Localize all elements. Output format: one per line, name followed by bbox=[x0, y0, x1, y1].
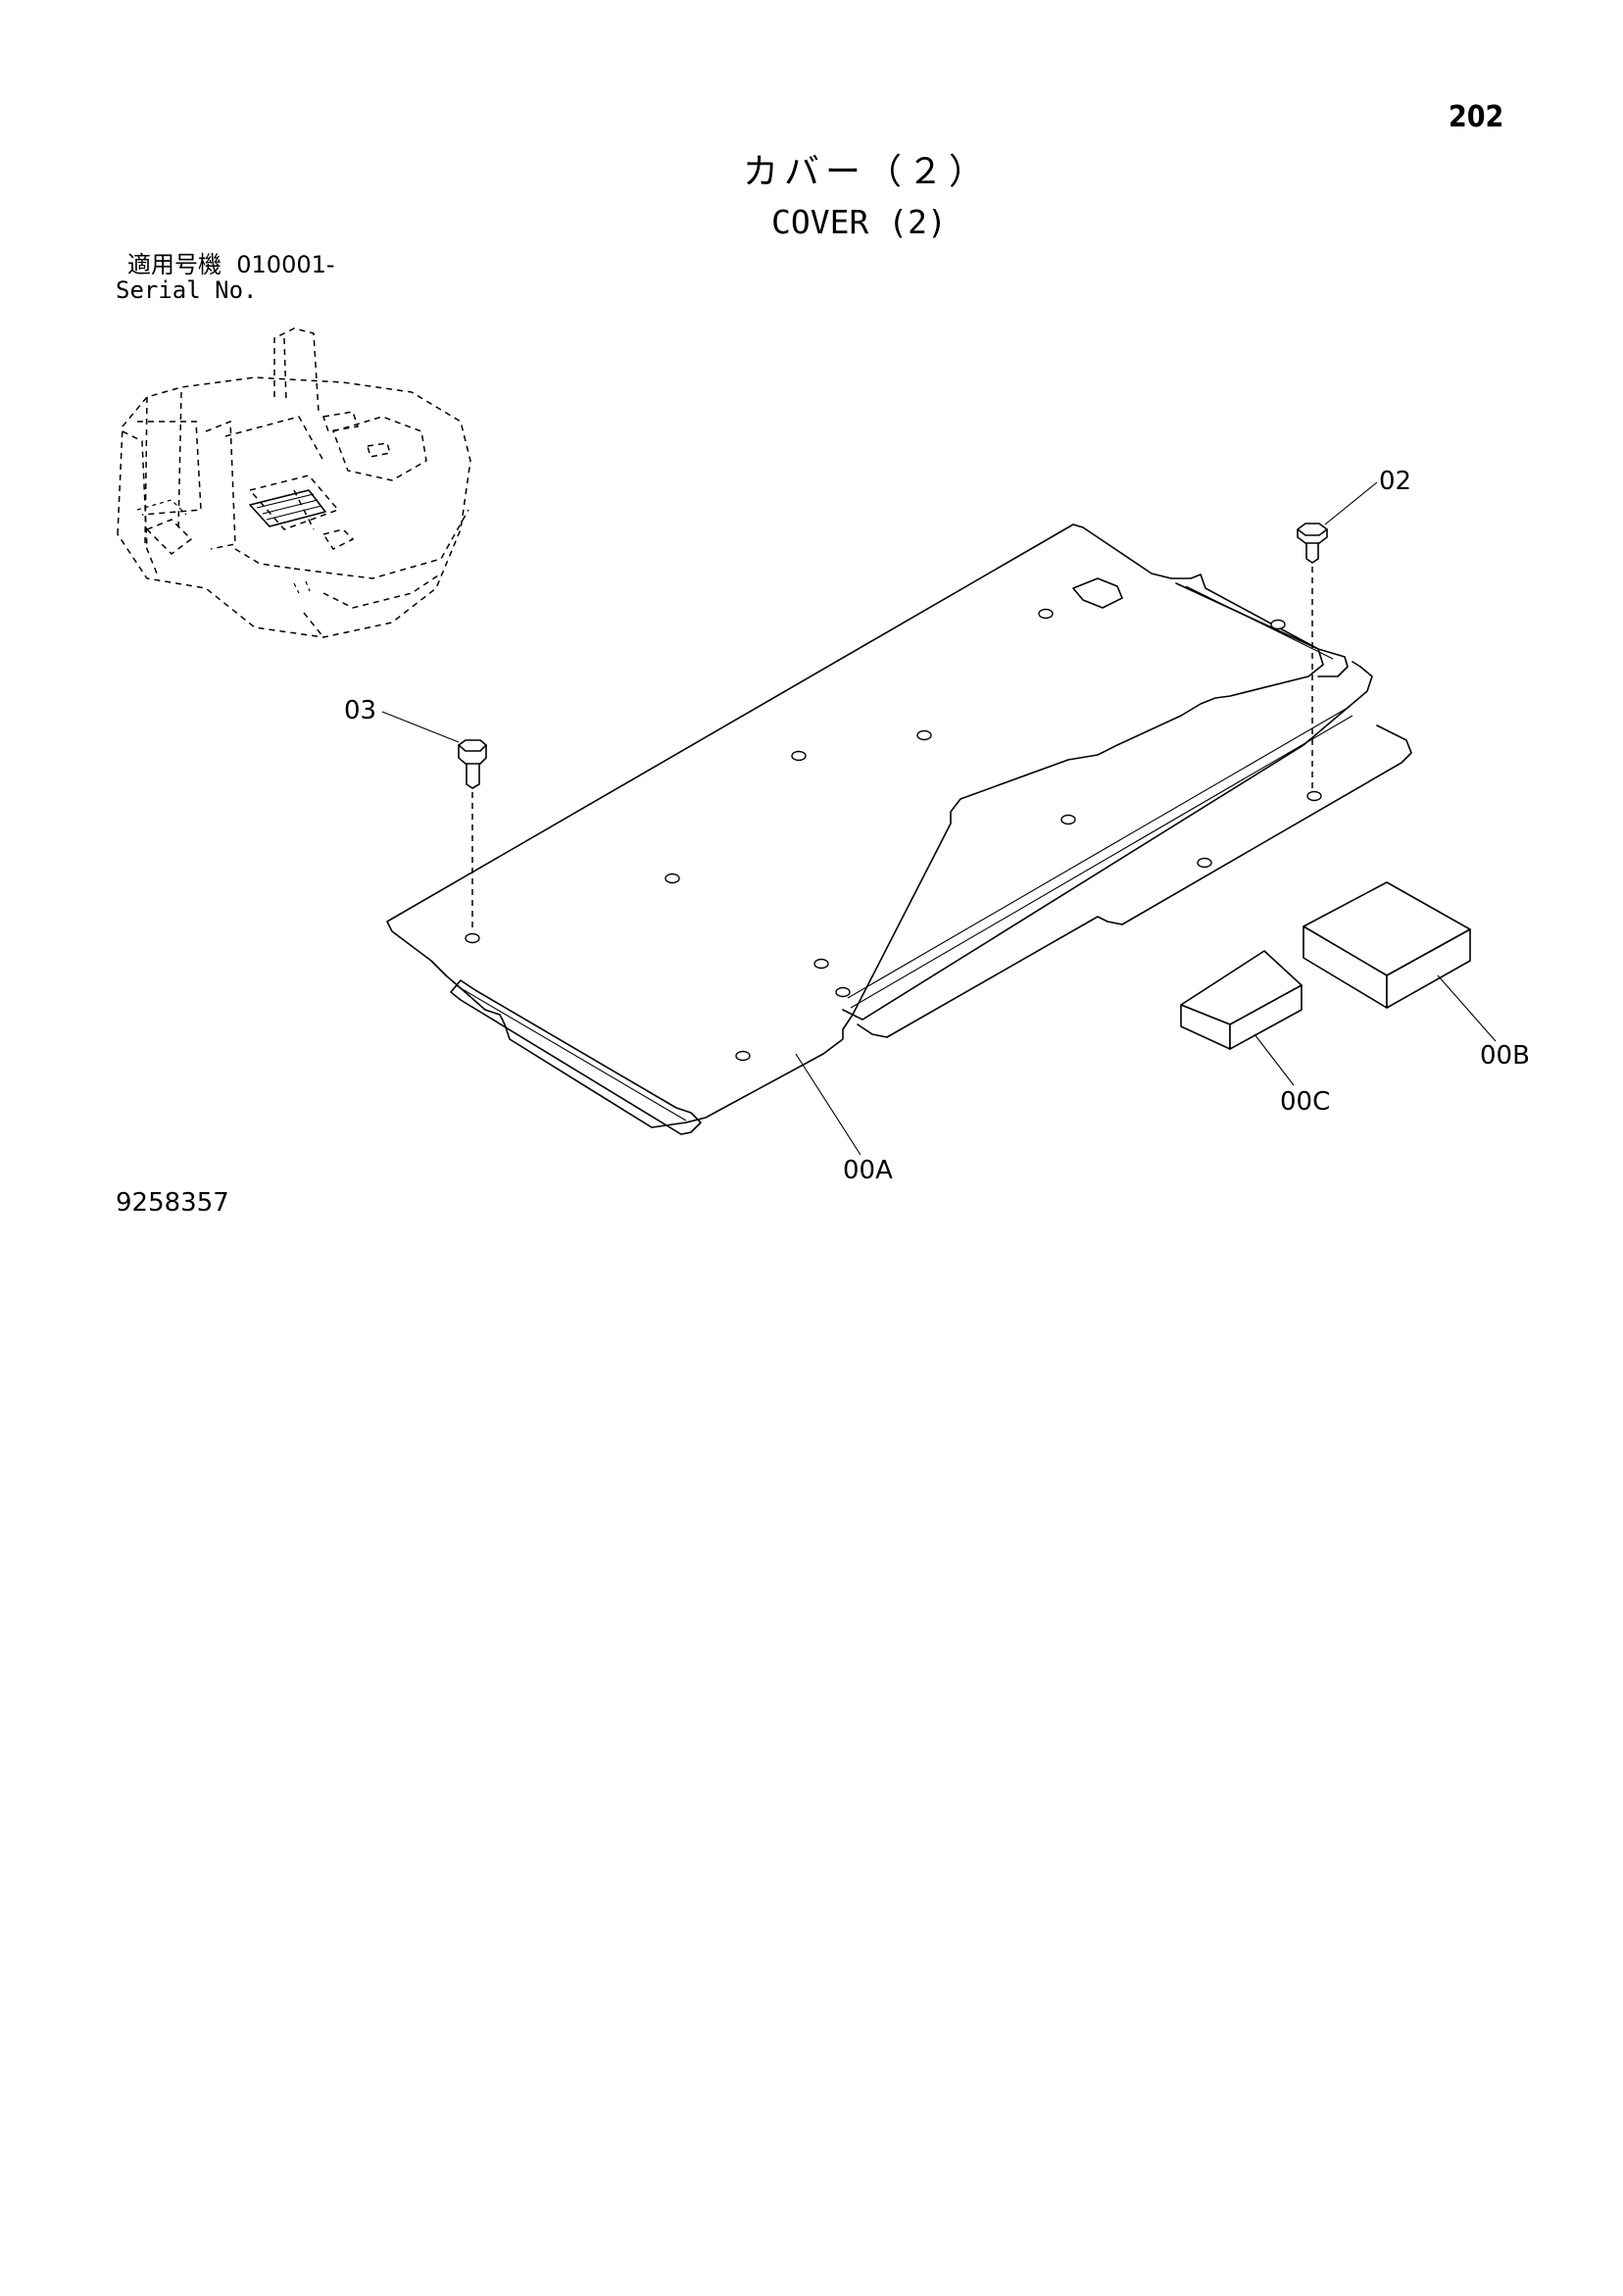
callout-00A: 00A bbox=[843, 1156, 893, 1185]
serial-label-jp: 適用号機 bbox=[127, 251, 221, 278]
page-title-en: COVER (2) bbox=[771, 203, 947, 241]
drawing-number: 9258357 bbox=[116, 1188, 229, 1218]
callout-02: 02 bbox=[1379, 467, 1412, 496]
pad-00C bbox=[1180, 950, 1303, 1086]
bolt-02 bbox=[1297, 481, 1378, 789]
callout-00B: 00B bbox=[1480, 1041, 1530, 1071]
machine-location-illustration bbox=[117, 327, 471, 638]
callout-00C: 00C bbox=[1280, 1087, 1331, 1117]
leader-00A bbox=[795, 1053, 861, 1156]
serial-number-line: 適用号機 010001- bbox=[127, 253, 335, 276]
page-title-jp: カバー（２） bbox=[743, 152, 991, 192]
pad-00B bbox=[1303, 881, 1497, 1042]
serial-value: 010001- bbox=[236, 251, 335, 278]
bolt-03 bbox=[381, 711, 487, 931]
serial-label-en: Serial No. bbox=[116, 276, 258, 304]
page-number: 202 bbox=[1449, 100, 1504, 134]
cover-plate-00A bbox=[386, 524, 1412, 1135]
callout-03: 03 bbox=[344, 696, 377, 725]
